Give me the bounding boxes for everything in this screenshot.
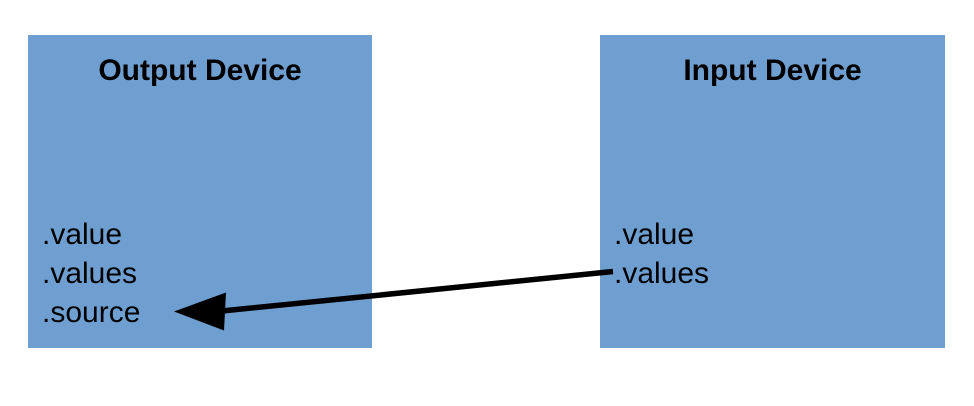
input-device-box[interactable]: Input Device .value .values: [600, 35, 945, 348]
input-property-values: .values: [614, 257, 710, 290]
output-property-value: .value: [42, 218, 123, 251]
input-property-value: .value: [614, 218, 695, 251]
input-device-property-list: .value .values: [614, 215, 709, 293]
output-property-values: .values: [42, 257, 138, 290]
input-device-title: Input Device: [683, 54, 862, 87]
output-device-property-list: .value .values .source: [42, 215, 140, 332]
output-property-source: .source: [42, 296, 141, 329]
output-device-title: Output Device: [98, 54, 302, 87]
output-device-box[interactable]: Output Device .value .values .source: [28, 35, 372, 348]
